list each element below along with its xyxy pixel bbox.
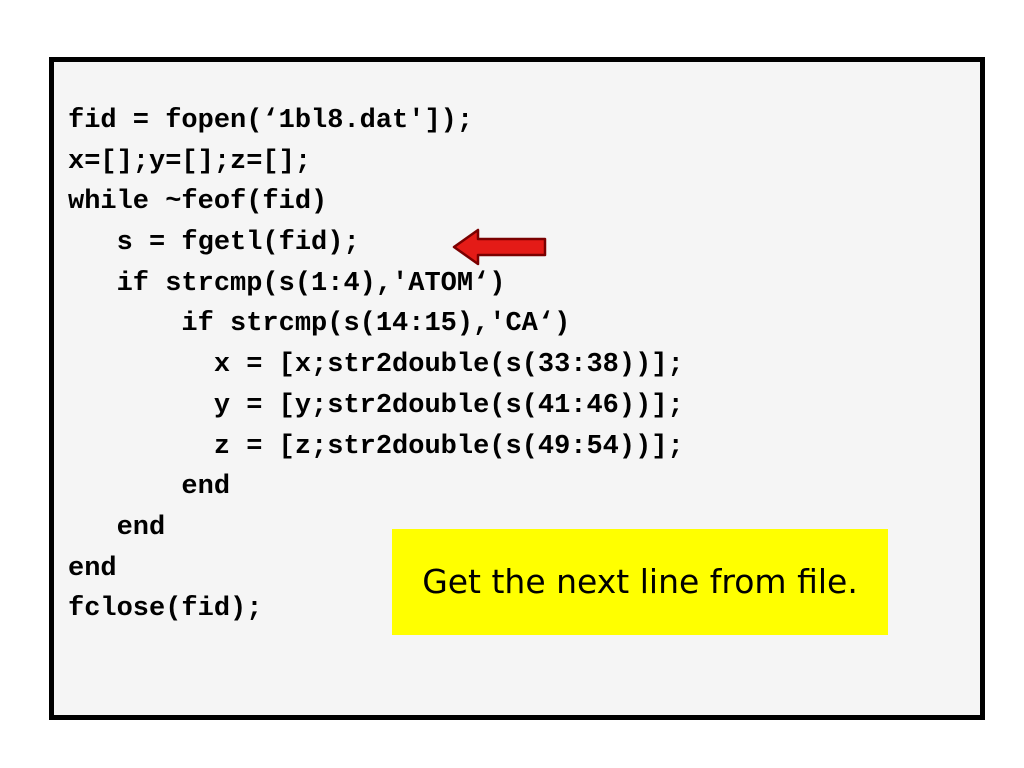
code-line: y = [y;str2double(s(41:46))]; [68, 390, 684, 421]
code-line: z = [z;str2double(s(49:54))]; [68, 431, 684, 462]
code-line: s = fgetl(fid); [68, 228, 360, 259]
callout-box: Get the next line from file. [392, 529, 888, 635]
code-line: fid = fopen(‘1bl8.dat']); [68, 106, 474, 136]
code-line: end [68, 553, 117, 584]
code-line: end [68, 512, 166, 543]
code-line: end [68, 472, 231, 503]
code-line: while ~feof(fid) [68, 187, 328, 218]
code-line: x=[];y=[];z=[]; [68, 146, 312, 177]
callout-text: Get the next line from file. [422, 562, 858, 601]
code-line: if strcmp(s(14:15),'CA‘) [68, 309, 571, 340]
code-listing: fid = fopen(‘1bl8.dat']); x=[];y=[];z=[];… [68, 101, 684, 630]
arrow-left-icon [452, 228, 547, 266]
code-line: x = [x;str2double(s(33:38))]; [68, 350, 684, 381]
code-line: fclose(fid); [68, 594, 263, 625]
code-line: if strcmp(s(1:4),'ATOM‘) [68, 268, 506, 299]
